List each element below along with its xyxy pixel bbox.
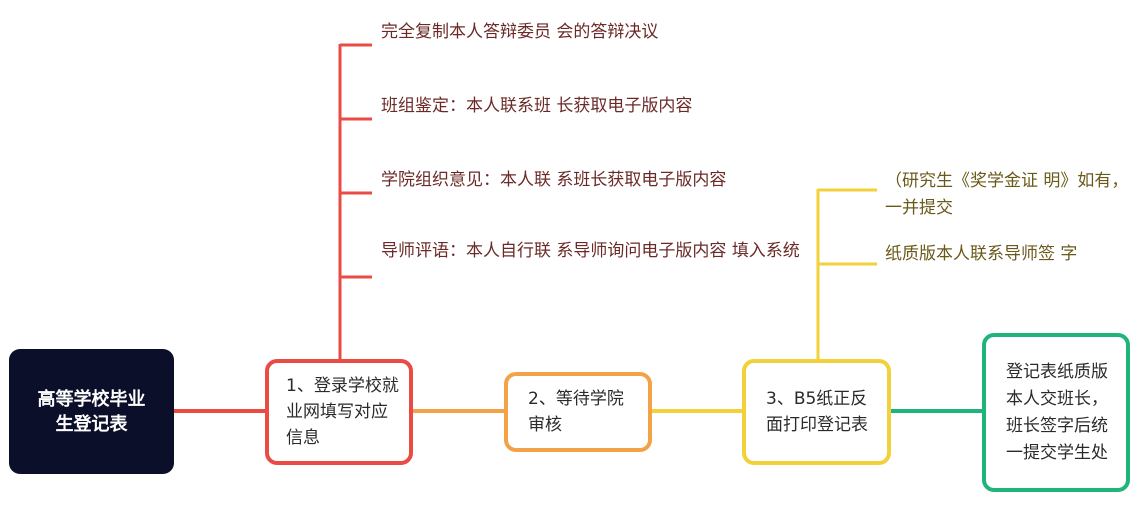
child-line: 完全复制本人答辩委员 [381,22,551,42]
root-node[interactable]: 高等学校毕业生登记表 [9,349,174,474]
step-4-label: 登记表纸质版本人交班长，班长签字后统一提交学生处 [1006,361,1108,463]
child-line: 导师评语：本人自行联 [381,241,551,261]
child-line: 会的答辩决议 [556,22,659,42]
step-3-node[interactable]: 3、B5纸正反面打印登记表 [742,359,891,465]
step-4-node[interactable]: 登记表纸质版本人交班长，班长签字后统一提交学生处 [982,333,1130,492]
root-label: 高等学校毕业生登记表 [37,388,146,435]
child-line: 纸质版本人联系导师签 [885,244,1055,264]
child-line: 系导师询问电子版内容 [556,241,727,261]
child-line: 系班长获取电子版内容 [556,170,727,190]
step-1-node[interactable]: 1、登录学校就业网填写对应信息 [265,359,413,465]
child-line: 字 [1060,244,1078,264]
child-line: 班组鉴定：本人联系班 [381,96,551,116]
child-line: 长获取电子版内容 [556,96,693,116]
step1-child-advisor-comment[interactable]: 导师评语：本人自行联 系导师询问电子版内容 填入系统 [381,238,800,265]
step1-child-class-appraisal[interactable]: 班组鉴定：本人联系班 长获取电子版内容 [381,93,692,120]
step-1-label: 1、登录学校就业网填写对应信息 [286,376,399,448]
step1-child-defense-resolution[interactable]: 完全复制本人答辩委员 会的答辩决议 [381,19,658,46]
child-line: 明》如有，一并提交 [885,171,1129,218]
child-line: （研究生《奖学金证 [885,171,1038,191]
child-line: 填入系统 [731,241,800,261]
step3-child-scholarship-certificate[interactable]: （研究生《奖学金证 明》如有，一并提交 [885,168,1143,222]
step-3-label: 3、B5纸正反面打印登记表 [766,389,868,435]
step-2-node[interactable]: 2、等待学院审核 [504,372,652,452]
step3-child-advisor-signature[interactable]: 纸质版本人联系导师签 字 [885,241,1077,268]
child-line: 学院组织意见：本人联 [381,170,551,190]
step-2-label: 2、等待学院审核 [528,389,624,435]
step1-child-college-opinion[interactable]: 学院组织意见：本人联 系班长获取电子版内容 [381,167,726,194]
